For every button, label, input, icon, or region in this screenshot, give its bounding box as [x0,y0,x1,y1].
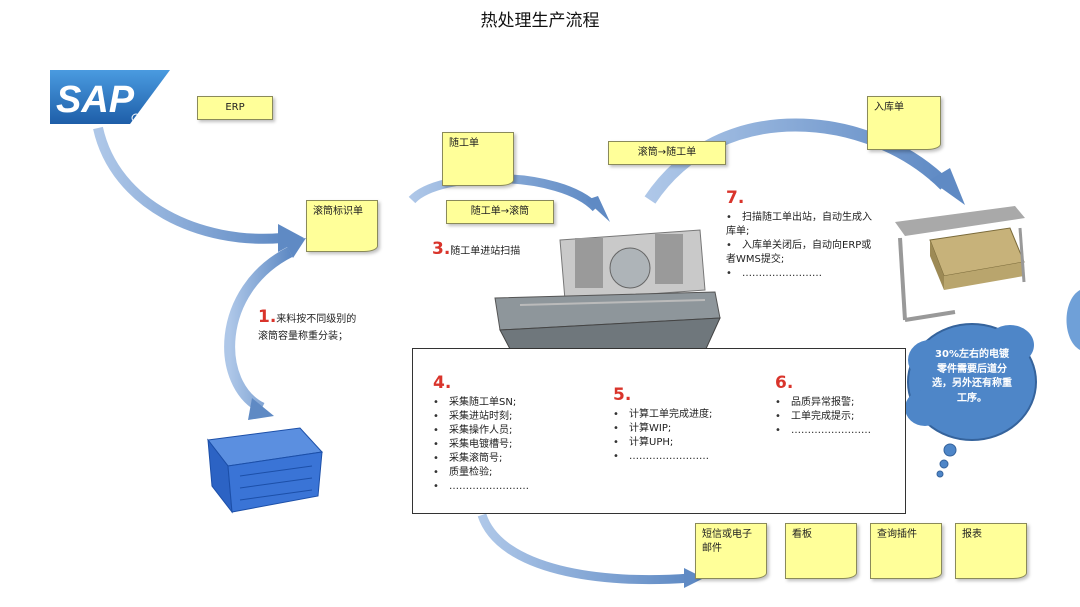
list-item: 扫描随工单出站，自动生成入库单; [726,211,878,239]
step-7-list: 扫描随工单出站，自动生成入库单; 入库单关闭后，自动向ERP或者WMS提交; …… [726,211,878,281]
list-item: …………………… [775,424,900,438]
info-box: 4. 采集随工单SN; 采集进站时刻; 采集操作人员; 采集电镀槽号; 采集滚筒… [412,348,906,514]
carrier-label-text: 滚筒标识单 [313,206,363,217]
list-item: …………………… [613,450,773,464]
sms-email-text: 短信或电子邮件 [702,529,752,554]
step-5: 5. 计算工单完成进度; 计算WIP; 计算UPH; …………………… [613,383,773,464]
list-item: 采集电镀槽号; [433,438,593,452]
drum-to-follow-note: 滚筒→随工单 [608,141,726,165]
list-item: 计算WIP; [613,422,773,436]
thought-cloud [905,323,1037,478]
list-item: 工单完成提示; [775,410,900,424]
warehouse-image [895,206,1026,322]
list-item: 入库单关闭后，自动向ERP或者WMS提交; [726,239,878,267]
arrow-erp-to-label [93,126,304,252]
step-5-number: 5. [613,385,632,405]
sms-email-note: 短信或电子邮件 [695,523,767,579]
sap-logo: SAP [50,70,170,124]
follow-card-text: 随工单 [449,138,479,149]
arrow-box-to-outputs [477,513,704,588]
list-item: 采集操作人员; [433,424,593,438]
follow-card-note: 随工单 [442,132,514,186]
follow-to-drum-text: 随工单→滚筒 [470,206,530,217]
step-7-number: 7. [726,188,745,208]
warehouse-slip-note: 入库单 [867,96,941,150]
list-item: 品质异常报警; [775,396,900,410]
list-item: 采集随工单SN; [433,396,593,410]
step-6: 6. 品质异常报警; 工单完成提示; …………………… [775,371,900,438]
svg-text:SAP: SAP [56,79,135,121]
step-4-list: 采集随工单SN; 采集进站时刻; 采集操作人员; 采集电镀槽号; 采集滚筒号; … [433,396,593,494]
list-item: 计算工单完成进度; [613,408,773,422]
query-plugin-note: 查询插件 [870,523,942,579]
step-1-number: 1. [258,307,277,327]
list-item: …………………… [726,267,878,281]
cloud-text: 30%左右的电镀零件需要后道分选，另外还有称重工序。 [932,349,1012,404]
step-3-number: 3. [432,239,451,259]
list-item: 质量检验; [433,466,593,480]
step-6-number: 6. [775,373,794,393]
report-text: 报表 [962,529,982,540]
kanban-note: 看板 [785,523,857,579]
step-4-number: 4. [433,373,452,393]
list-item: …………………… [433,480,593,494]
list-item: 计算UPH; [613,436,773,450]
drum-to-follow-text: 滚筒→随工单 [637,147,697,158]
step-3: 3.随工单进站扫描 [432,237,532,262]
step-6-list: 品质异常报警; 工单完成提示; …………………… [775,396,900,438]
warehouse-slip-text: 入库单 [874,102,904,113]
step-5-list: 计算工单完成进度; 计算WIP; 计算UPH; …………………… [613,408,773,464]
step-1-text: 来料按不同级别的滚筒容量称重分装； [258,314,357,342]
follow-to-drum-note: 随工单→滚筒 [446,200,554,224]
step-3-text: 随工单进站扫描 [450,246,521,257]
carrier-label-note: 滚筒标识单 [306,200,378,252]
query-plugin-text: 查询插件 [877,529,917,540]
list-item: 采集进站时刻; [433,410,593,424]
erp-note: ERP [197,96,273,120]
kanban-text: 看板 [792,529,812,540]
step-1: 1.来料按不同级别的滚筒容量称重分装； [258,305,358,344]
page-title: 热处理生产流程 [480,11,600,31]
edge-graphic [1066,290,1080,350]
arrow-label-to-crate [224,238,306,420]
report-note: 报表 [955,523,1027,579]
step-7: 7. 扫描随工单出站，自动生成入库单; 入库单关闭后，自动向ERP或者WMS提交… [726,186,878,281]
crate-image [207,427,324,514]
erp-note-label: ERP [225,102,245,113]
step-4: 4. 采集随工单SN; 采集进站时刻; 采集操作人员; 采集电镀槽号; 采集滚筒… [433,371,593,494]
list-item: 采集滚筒号; [433,452,593,466]
